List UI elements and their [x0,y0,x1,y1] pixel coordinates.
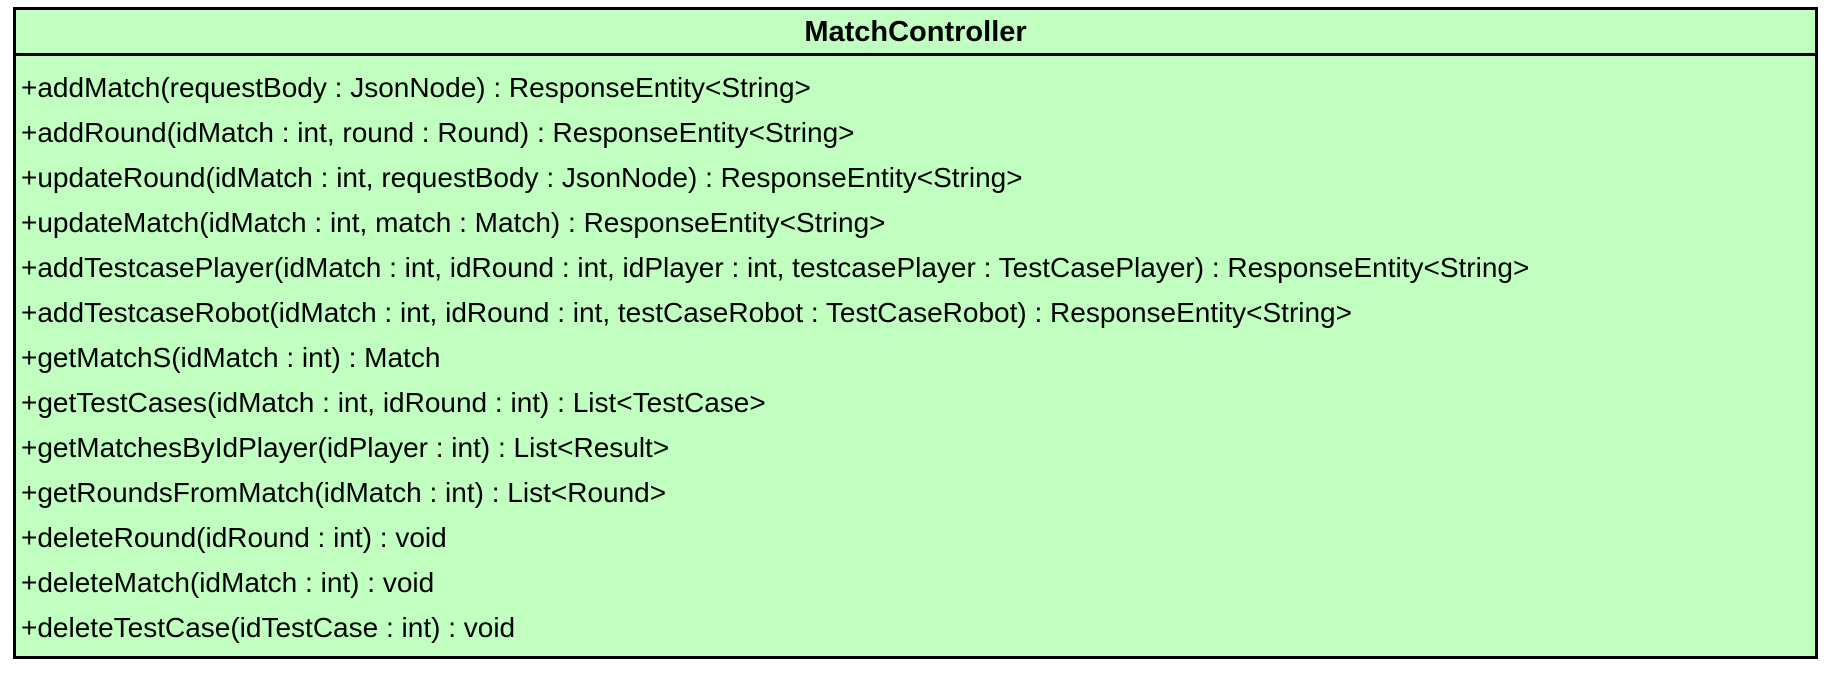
operation-get-test-cases: +getTestCases(idMatch : int, idRound : i… [21,387,766,418]
class-header: MatchController [16,10,1815,56]
operation-get-match-s: +getMatchS(idMatch : int) : Match [21,342,441,373]
operations-compartment: +addMatch(requestBody : JsonNode) : Resp… [16,56,1815,650]
operation-delete-round: +deleteRound(idRound : int) : void [21,522,447,553]
operation-update-match: +updateMatch(idMatch : int, match : Matc… [21,207,886,238]
operation-add-testcase-player: +addTestcasePlayer(idMatch : int, idRoun… [21,252,1530,283]
operation-update-round: +updateRound(idMatch : int, requestBody … [21,162,1023,193]
uml-class-box: MatchController +addMatch(requestBody : … [13,7,1818,659]
class-name: MatchController [804,16,1027,48]
operation-add-testcase-robot: +addTestcaseRobot(idMatch : int, idRound… [21,297,1352,328]
operation-get-matches-by-id-player: +getMatchesByIdPlayer(idPlayer : int) : … [21,432,670,463]
operation-delete-match: +deleteMatch(idMatch : int) : void [21,567,435,598]
operation-get-rounds-from-match: +getRoundsFromMatch(idMatch : int) : Lis… [21,477,667,508]
operation-delete-test-case: +deleteTestCase(idTestCase : int) : void [21,612,516,643]
operation-add-round: +addRound(idMatch : int, round : Round) … [21,117,855,148]
operation-add-match: +addMatch(requestBody : JsonNode) : Resp… [21,72,811,103]
